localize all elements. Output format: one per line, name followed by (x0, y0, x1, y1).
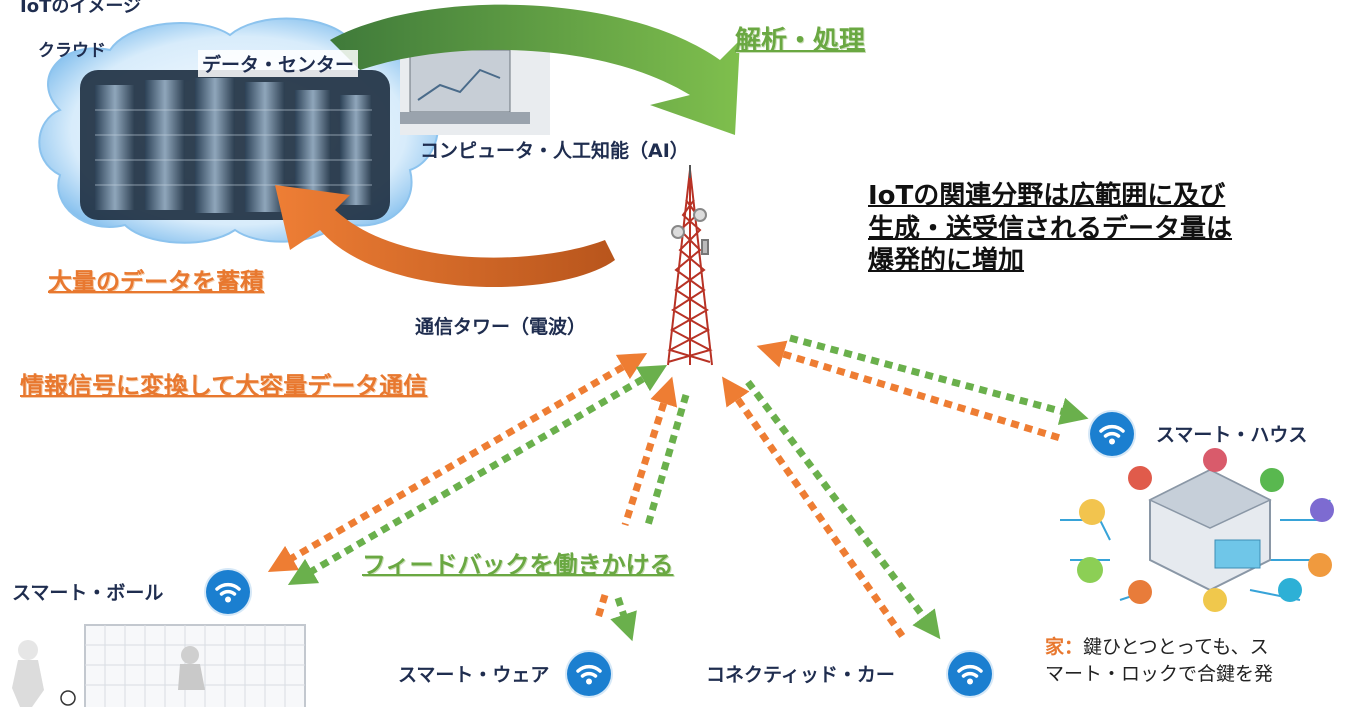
device-label-car: コネクティッド・カー (706, 664, 895, 686)
headline-line-3: 爆発的に増加 (868, 246, 1025, 276)
headline: IoTの関連分野は広範囲に及び 生成・送受信されるデータ量は 爆発的に増加 (868, 180, 1232, 278)
wifi-icon (206, 570, 250, 614)
headline-line-2: 生成・送受信されるデータ量は (868, 213, 1233, 244)
datacenter-label: データ・センター (198, 50, 359, 77)
device-label-ball: スマート・ボール (12, 582, 164, 604)
house-note-text-2: マート・ロックで合鍵を発 (1045, 662, 1274, 685)
house-note: 家：鍵ひとつとっても、ス マート・ロックで合鍵を発 (1045, 634, 1273, 687)
tower-image (667, 165, 713, 366)
wifi-icon (567, 652, 611, 696)
house-note-prefix: 家： (1045, 636, 1084, 658)
cloud-label: クラウド (38, 41, 106, 61)
headline-line-1: IoTの関連分野は広範囲に及び (868, 181, 1226, 211)
accumulate-label: 大量のデータを蓄積 (48, 268, 264, 296)
analysis-label: 解析・処理 (735, 26, 866, 56)
computer-label: コンピュータ・人工知能（AI） (420, 140, 689, 162)
accumulate-arrow (275, 185, 615, 288)
server-rack-image (80, 70, 390, 220)
convert-label: 情報信号に変換して大容量データ通信 (20, 372, 428, 400)
tower-label: 通信タワー（電波） (415, 316, 587, 338)
laptop-image (400, 40, 550, 135)
device-label-house: スマート・ハウス (1156, 424, 1308, 446)
feedback-label: フィードバックを働きかける (362, 551, 674, 579)
goal-image (12, 624, 306, 707)
wifi-icon (1090, 412, 1134, 456)
house-image (1060, 448, 1334, 612)
analysis-arrow (330, 4, 740, 136)
house-note-text-1: 鍵ひとつとっても、ス (1083, 636, 1269, 658)
house-note-line-1: 家：鍵ひとつとっても、ス (1045, 634, 1273, 661)
top-title: IoTのイメージ (20, 0, 141, 17)
device-label-wear: スマート・ウェア (398, 664, 550, 686)
wifi-icon (948, 652, 992, 696)
